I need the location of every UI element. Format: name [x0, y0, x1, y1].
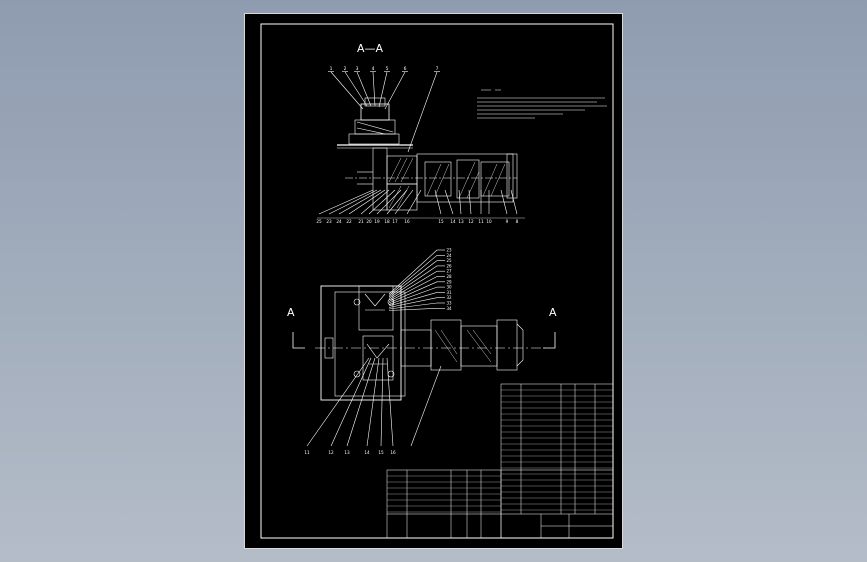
parts-list [500, 383, 614, 539]
balloon-label: 18 [384, 219, 390, 224]
balloon-label: 16 [404, 219, 410, 224]
plan-bottom-leaders: 11 12 13 14 15 16 [304, 357, 442, 455]
balloon-label: 13 [458, 219, 464, 224]
balloon-label: 28 [446, 274, 452, 279]
balloon-label: 25 [446, 258, 452, 263]
balloon-label: 15 [438, 219, 444, 224]
balloon-label: 33 [446, 301, 452, 306]
top-leaders [330, 71, 438, 153]
balloon-label: 7 [436, 66, 439, 72]
balloon-label: 21 [358, 219, 364, 224]
balloon-label: 11 [478, 219, 484, 224]
balloon-label: 29 [446, 279, 452, 284]
balloon-label: 3 [356, 66, 359, 72]
balloon-label: 12 [328, 450, 334, 455]
balloon-label: 8 [516, 219, 519, 224]
balloon-label: 32 [446, 295, 452, 300]
section-title: A—A [357, 42, 384, 55]
balloon-label: 11 [304, 450, 310, 455]
balloon-label: 26 [446, 263, 452, 268]
balloon-label: 10 [486, 219, 492, 224]
balloon-label: 23 [446, 248, 452, 253]
balloon-label: 19 [374, 219, 380, 224]
balloon-label: 5 [386, 66, 389, 72]
cut-label-left: A [287, 306, 295, 319]
balloon-label: 14 [450, 219, 456, 224]
balloon-label: 31 [446, 290, 452, 295]
balloon-label: 1 [330, 66, 333, 72]
balloon-label: 13 [344, 450, 350, 455]
balloon-label: 17 [392, 219, 398, 224]
balloon-label: 27 [446, 269, 452, 274]
balloon-label: 16 [390, 450, 396, 455]
balloon-label: 25 [316, 219, 322, 224]
balloon-label: 15 [378, 450, 384, 455]
balloon-label: 30 [446, 285, 452, 290]
top-balloon-labels: 1 2 3 4 5 6 7 [328, 66, 440, 72]
balloon-label: 24 [446, 253, 452, 258]
balloon-label: 2 [344, 66, 347, 72]
inner-border [260, 23, 614, 539]
table-rows [387, 389, 613, 513]
balloon-label: 6 [404, 66, 407, 72]
section-hatching [388, 157, 506, 209]
balloon-label: 4 [372, 66, 375, 72]
balloon-label: 9 [506, 219, 509, 224]
technical-notes [477, 89, 607, 119]
cut-label-right: A [549, 306, 557, 319]
balloon-label: 34 [446, 306, 452, 311]
balloon-label: 12 [468, 219, 474, 224]
balloon-label: 22 [346, 219, 352, 224]
balloon-label: 14 [364, 450, 370, 455]
balloon-label: 20 [366, 219, 372, 224]
balloon-label: 24 [336, 219, 342, 224]
balloon-label: 23 [326, 219, 332, 224]
